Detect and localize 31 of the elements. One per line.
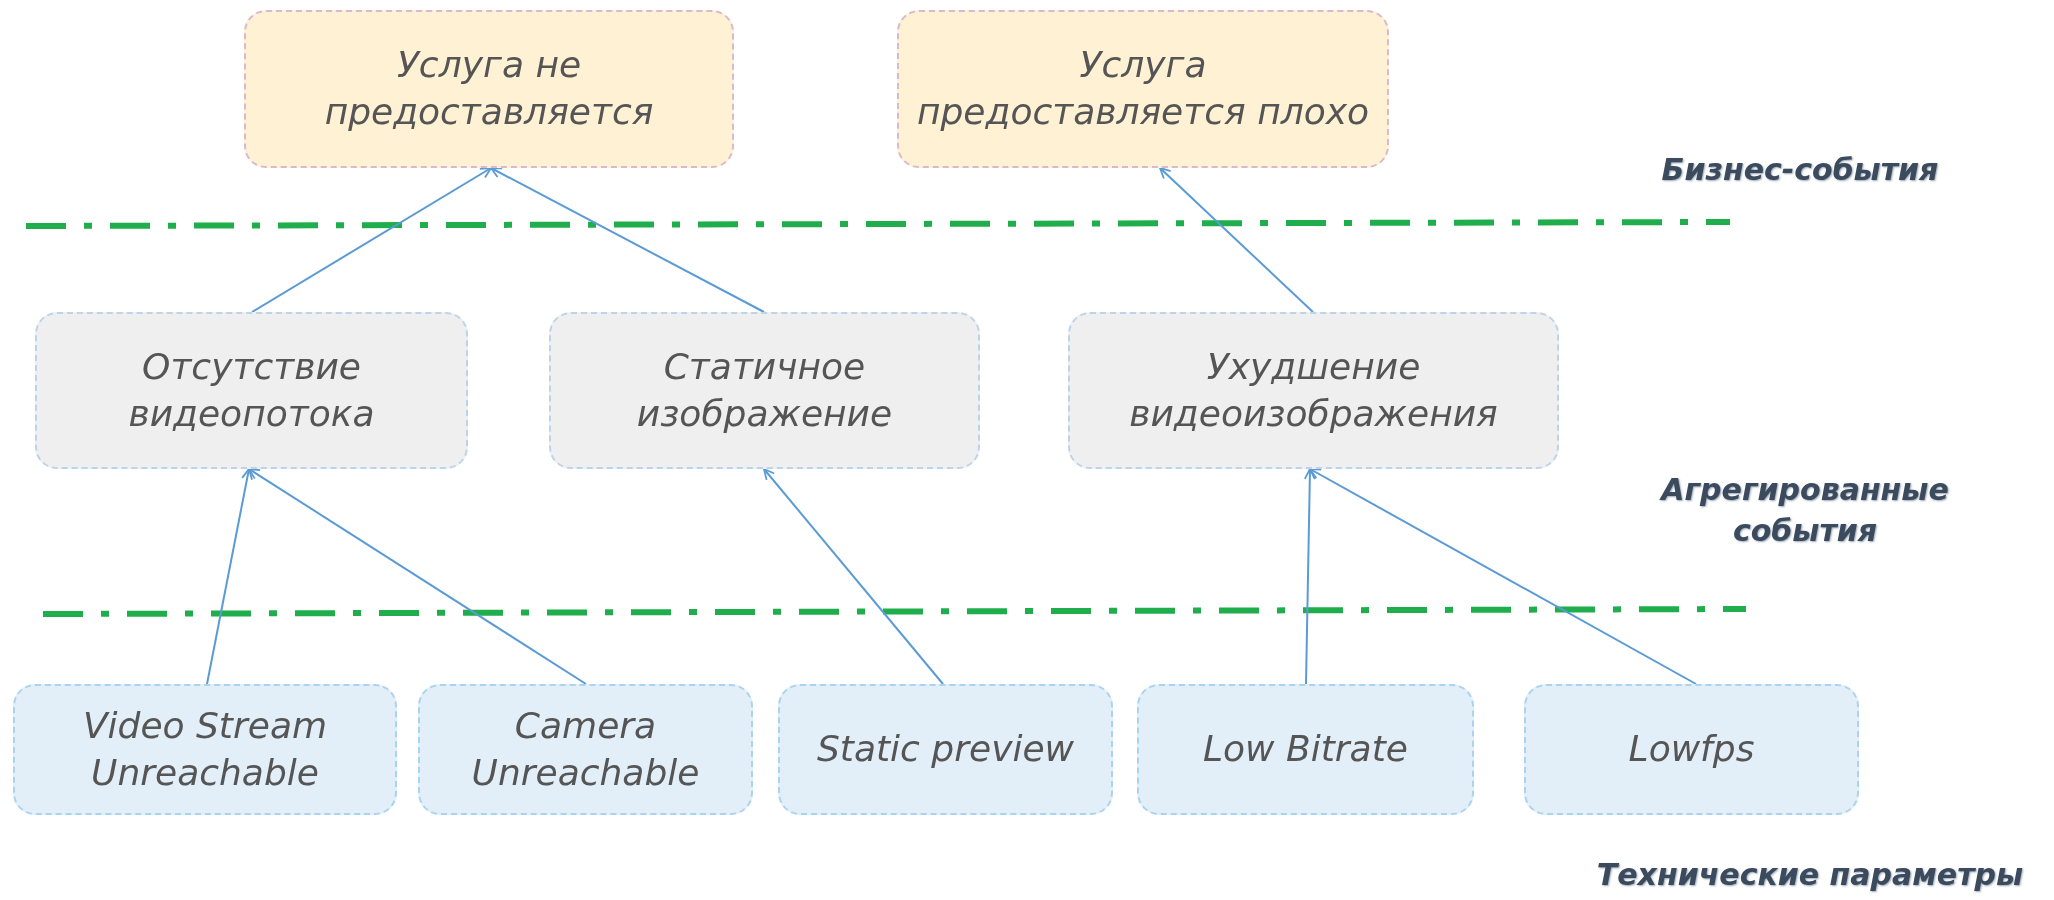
event-text: Услуга предоставляется плохо [915,43,1371,134]
layer-label: Технические параметры [1595,856,2025,894]
arrow [1309,468,1697,685]
event-box [897,10,1389,168]
arrow [1159,167,1314,313]
event-text: Camera Unreachable [470,703,701,795]
event-text: Video Stream Unreachable [81,703,329,795]
event-box [549,312,980,469]
event-box [13,684,397,815]
arrow [206,468,253,685]
layer-label: Бизнес-события [1660,151,1940,189]
arrow [1303,468,1316,685]
arrow [490,167,765,313]
arrow [251,167,492,313]
event-text: Static preview [816,727,1075,772]
event-box [1524,684,1859,815]
event-text: Услуга не предоставляется [323,43,655,134]
event-box [35,312,468,469]
event-text: Статичное изображение [635,344,894,436]
event-box [1137,684,1474,815]
event-box [418,684,753,815]
layer-label: Агрегированные события [1658,471,1950,550]
event-text: Low Bitrate [1203,727,1408,772]
event-box [1068,312,1559,469]
arrow [248,468,587,685]
event-box [778,684,1113,815]
arrow [763,468,944,685]
event-box [244,10,734,168]
event-text: Отсутствие видеопотока [127,344,376,436]
event-text: Lowfps [1628,727,1755,772]
event-text: Ухудшение видеоизображения [1128,344,1499,436]
